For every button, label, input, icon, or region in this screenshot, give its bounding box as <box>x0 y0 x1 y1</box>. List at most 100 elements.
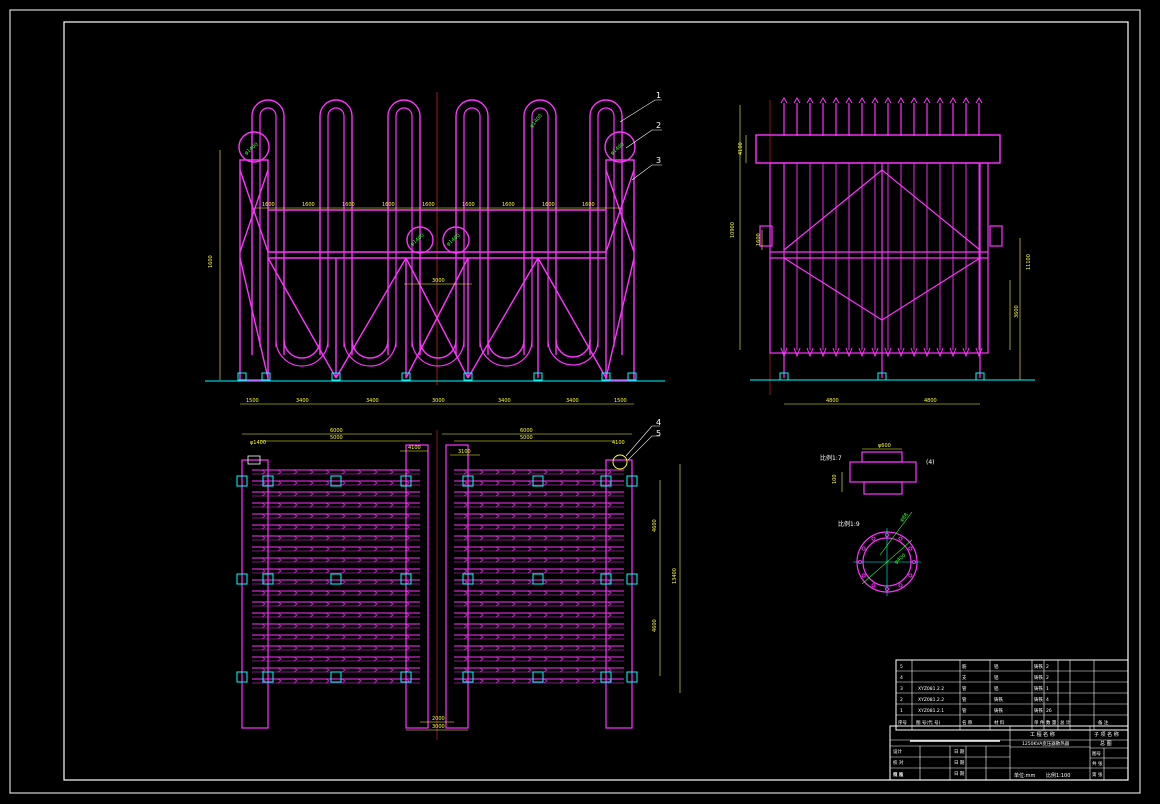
plan-fin-mark <box>389 513 394 519</box>
plan-fin-mark <box>309 667 314 673</box>
plan-fin-mark <box>325 491 330 497</box>
side-fin-cap <box>975 97 983 104</box>
plan-fin-mark <box>559 612 564 618</box>
drawing-title: 1250KVA变压器散热器 <box>1022 740 1070 747</box>
plan-fin-mark <box>575 524 580 530</box>
u-pipe-outer <box>589 99 623 355</box>
plan-fin-mark <box>389 601 394 607</box>
parts-table-cell: XYZ081.2.1 <box>918 708 944 714</box>
plan-fin-mark <box>373 601 378 607</box>
front-bottom-dim: 3400 <box>366 398 379 404</box>
plan-fin-mark <box>293 623 298 629</box>
plan-fin-mark <box>463 491 468 497</box>
plan-fin-mark <box>607 513 612 519</box>
plan-fin-mark <box>373 535 378 541</box>
plan-fin-mark <box>405 568 410 574</box>
plan-support-pad <box>626 573 638 585</box>
plan-fin-mark <box>511 623 516 629</box>
plan-fin-mark <box>293 656 298 662</box>
plan-fin-mark <box>309 557 314 563</box>
plan-fin-mark <box>325 469 330 475</box>
plan-support-pad <box>626 475 638 487</box>
parts-table-cell: 2 <box>900 697 903 703</box>
flange-bolt-hole <box>908 573 913 578</box>
parts-table-cell: 铸铁 <box>1034 663 1043 670</box>
plan-fin-mark <box>479 623 484 629</box>
plan-fin-mark <box>261 601 266 607</box>
plan-fin-mark <box>405 469 410 475</box>
plan-fin-mark <box>309 612 314 618</box>
plan-fin-mark <box>575 645 580 651</box>
plan-fin-mark <box>261 513 266 519</box>
plan-fin-mark <box>357 513 362 519</box>
plan-fin-mark <box>607 491 612 497</box>
parts-table-cell: XYZ081.2.2 <box>918 686 944 692</box>
plan-fin-mark <box>559 557 564 563</box>
plan-fin-mark <box>511 645 516 651</box>
plan-fin-mark <box>575 480 580 486</box>
plan-fin-mark <box>277 546 282 552</box>
plan-fin-mark <box>495 557 500 563</box>
plan-fin-mark <box>277 502 282 508</box>
plan-fin-mark <box>479 480 484 486</box>
plan-view: 4 5 6000 5000 6000 5000 4100 3100 4100 φ… <box>236 418 681 740</box>
plan-fin-mark <box>575 469 580 475</box>
plan-fin-mark <box>277 656 282 662</box>
inner-frame <box>63 21 1129 781</box>
plan-fin-mark <box>405 524 410 530</box>
plan-fin-mark <box>511 524 516 530</box>
plan-fin-mark <box>463 469 468 475</box>
plan-fin-mark <box>527 634 532 640</box>
plan-fin-mark <box>293 524 298 530</box>
parts-table-header: 单 件 <box>1034 719 1045 726</box>
plan-fin-mark <box>607 667 612 673</box>
parts-table-header: 备 注 <box>1098 719 1109 726</box>
plan-fin-mark <box>389 645 394 651</box>
side-fin-foot <box>910 347 918 358</box>
plan-fin-mark <box>277 612 282 618</box>
side-right-dim-0: 11100 <box>1026 254 1032 270</box>
plan-fin-mark <box>527 524 532 530</box>
plan-fin-mark <box>389 623 394 629</box>
plan-fin-mark <box>341 513 346 519</box>
plan-fin-mark <box>293 568 298 574</box>
side-fin-cap <box>936 97 944 104</box>
side-fin-foot <box>806 347 814 358</box>
plan-fin-mark <box>463 524 468 530</box>
callout-2: 2 <box>656 121 661 130</box>
plan-fin-mark <box>325 590 330 596</box>
side-fin-foot <box>858 347 866 358</box>
plan-fin-mark <box>479 535 484 541</box>
plan-fin-mark <box>559 535 564 541</box>
tb-right-2: 第 张 <box>1092 771 1103 778</box>
plan-bottom-dim-1: 3000 <box>432 724 445 730</box>
plan-fin-mark <box>341 623 346 629</box>
plan-fin-mark <box>341 557 346 563</box>
parts-table-cell: 1 <box>1046 686 1049 692</box>
u-pipe-inner <box>259 107 277 347</box>
side-fin-cap <box>910 97 918 104</box>
plan-fin-mark <box>325 645 330 651</box>
plan-fin-mark <box>405 535 410 541</box>
plan-fin-mark <box>543 502 548 508</box>
plan-fin-mark <box>575 513 580 519</box>
plan-fin-mark <box>607 546 612 552</box>
plan-fin-mark <box>357 678 362 684</box>
side-left-dim-1: 10900 <box>730 222 736 238</box>
plan-fin-mark <box>575 546 580 552</box>
parts-table-header: 图 号(代 号) <box>916 719 941 726</box>
plan-fin-mark <box>607 601 612 607</box>
plan-fin-mark <box>591 579 596 585</box>
u-pipe-outer <box>455 99 489 355</box>
plan-fin-mark <box>325 623 330 629</box>
plan-fin-mark <box>277 524 282 530</box>
plan-support-pad <box>400 475 412 487</box>
plan-fin-mark <box>389 524 394 530</box>
side-fin-foot <box>962 347 970 358</box>
plan-right-dim-2: 13400 <box>672 568 678 584</box>
plan-fin-mark <box>405 645 410 651</box>
flange-bolt-hole <box>861 573 866 578</box>
plan-support-pad <box>330 671 342 683</box>
